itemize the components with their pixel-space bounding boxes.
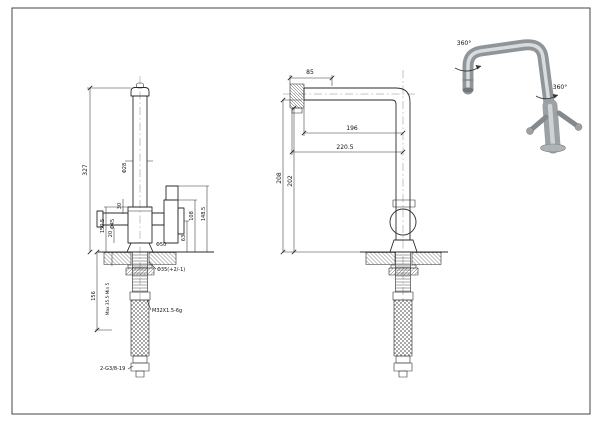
side-locknut-hatch [388,267,419,276]
side-deck-hatch-right [411,252,442,265]
side-hose-braid [393,299,413,357]
front-deck-hatch-left [103,252,132,265]
dim-208: 208 [276,172,283,184]
label-rotation-body: 360° [553,84,567,91]
front-hose [129,291,151,378]
front-locknut-hatch [125,267,155,276]
side-valve-body [389,208,417,236]
dim-108: 108 [189,211,195,221]
side-mounting [360,251,448,293]
side-body [389,199,418,253]
front-dimensions [87,85,209,370]
iso-left-handle-knob [526,127,534,135]
side-view: 85 196 220.5 208 202 [276,69,448,378]
dim-phi28: Φ28 [122,163,128,173]
dim-phi45: Φ45 [110,219,116,229]
body-rotation-arrowhead-icon [552,94,558,99]
dim-hose-thread: 2-G3/8-19 [100,366,125,372]
label-rotation-spout: 360° [457,40,471,47]
dim-196: 196 [346,125,358,132]
dim-156: 156 [91,291,97,301]
dim-30: 30 [117,203,123,209]
side-dimensions [280,75,406,255]
dim-phi35: Φ35(+2/-1) [157,267,185,273]
iso-body-highlight [547,103,556,149]
side-thread-ticks [395,254,411,292]
dim-thread: M32X1.5-6g [152,308,182,314]
dim-63: 63 [181,235,187,241]
dim-150-5: 150.5 [100,219,106,233]
front-deck-hatch-right [148,252,177,265]
dim-85: 85 [306,69,314,76]
front-spout [130,82,150,207]
side-deck-hatch-left [365,252,396,265]
dim-327: 327 [82,164,89,176]
iso-view: 360° 360° [454,39,583,154]
iso-aerator [462,87,474,93]
front-thread-ticks [132,254,148,292]
side-tip-hatch [289,83,305,109]
front-view: 327 Φ28 150.5 Φ45 30 20 108 148.5 63 Φ50… [82,76,214,378]
iso-base-flange [540,143,566,153]
drawing-border [11,7,591,415]
iso-spout-tube [462,39,555,109]
iso-left-handle [529,114,549,132]
dim-deck-range: Max 35.5-Min 5 [105,283,110,316]
front-mounting [98,251,214,293]
dim-202: 202 [287,175,294,187]
dim-148-5: 148.5 [201,207,207,221]
spout-rotation-arrowhead-icon [475,65,481,70]
side-hose [392,291,414,378]
front-right-handle [163,199,179,244]
dim-220-5: 220.5 [336,144,353,151]
side-base [389,239,418,253]
iso-spout-highlight [466,43,551,105]
iso-right-handle [556,110,579,128]
side-spout [289,83,411,240]
dim-20: 20 [108,231,114,237]
iso-right-handle-knob [574,123,583,131]
front-hose-braid [130,299,150,357]
dim-phi50: Φ50 [156,242,166,248]
